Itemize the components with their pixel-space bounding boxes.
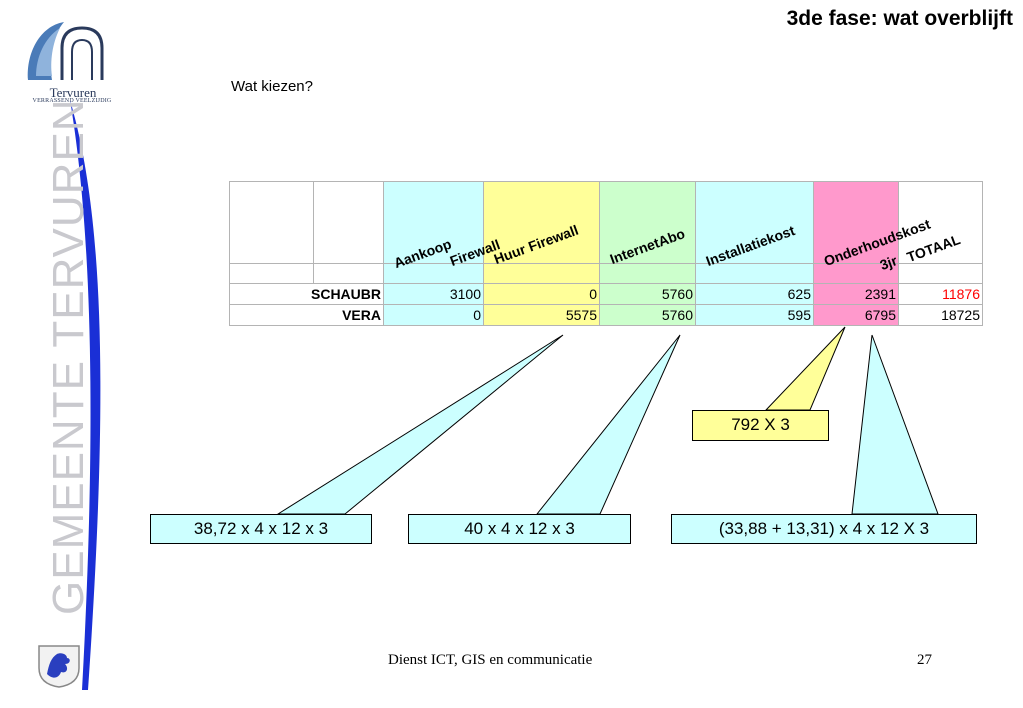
cell-installatie: 625 <box>695 283 814 305</box>
cost-comparison-table: Aankoop Firewall Huur Firewall InternetA… <box>229 181 983 326</box>
coat-of-arms-icon <box>37 644 81 693</box>
logo-tagline: VERRASSEND VEELZIJDIG <box>32 98 112 104</box>
decorative-blue-curve <box>70 100 101 690</box>
header-aankoop-firewall: Aankoop Firewall <box>383 181 502 271</box>
cell-totaal-highlight: 11876 <box>898 283 983 305</box>
footer-text: Dienst ICT, GIS en communicatie <box>388 652 593 668</box>
cell-onderhoud: 6795 <box>813 304 899 326</box>
logo-name: Tervuren <box>49 85 97 100</box>
slide-title: 3de fase: wat overblijft <box>786 7 1013 30</box>
callout-internet-formula: 40 x 4 x 12 x 3 <box>408 514 631 544</box>
cell-totaal: 18725 <box>898 304 983 326</box>
table-header-row: Aankoop Firewall Huur Firewall InternetA… <box>229 181 983 273</box>
header-huur-firewall: Huur Firewall <box>483 181 600 267</box>
table-header-empty-cell <box>229 181 314 264</box>
cell-aankoop: 0 <box>383 304 484 326</box>
cell-internetabo: 5760 <box>599 283 696 305</box>
header-installatiekost-label: Installatiekost <box>703 221 797 269</box>
row-label: VERA <box>229 304 384 326</box>
header-internetabo-label: InternetAbo <box>607 224 687 267</box>
header-internetabo: InternetAbo <box>599 181 696 267</box>
callout-onderhoud-formula: (33,88 + 13,31) x 4 x 12 X 3 <box>671 514 977 544</box>
cell-onderhoud: 2391 <box>813 283 899 305</box>
header-installatiekost: Installatiekost <box>695 181 814 269</box>
table-blank-row <box>229 263 983 284</box>
table-header-empty-cell <box>313 181 384 264</box>
slide-subtitle: Wat kiezen? <box>231 78 313 95</box>
cell-huur: 5575 <box>483 304 600 326</box>
cell-huur: 0 <box>483 283 600 305</box>
cell-internetabo: 5760 <box>599 304 696 326</box>
callout-huur-formula: 38,72 x 4 x 12 x 3 <box>150 514 372 544</box>
logo-emblem-icon <box>27 22 104 80</box>
row-label: SCHAUBR <box>229 283 384 305</box>
table-row: SCHAUBR 3100 0 5760 625 2391 11876 <box>229 283 983 305</box>
callout-onderhoud-small: 792 X 3 <box>692 410 829 441</box>
header-totaal: TOTAAL <box>898 181 983 265</box>
header-onderhoudskost: Onderhoudskost 3jr <box>813 181 932 273</box>
page-number: 27 <box>917 652 932 668</box>
cell-installatie: 595 <box>695 304 814 326</box>
header-huur-label: Huur Firewall <box>491 221 581 267</box>
tervuren-logo <box>22 18 122 113</box>
table-row: VERA 0 5575 5760 595 6795 18725 <box>229 304 983 326</box>
cell-aankoop: 3100 <box>383 283 484 305</box>
